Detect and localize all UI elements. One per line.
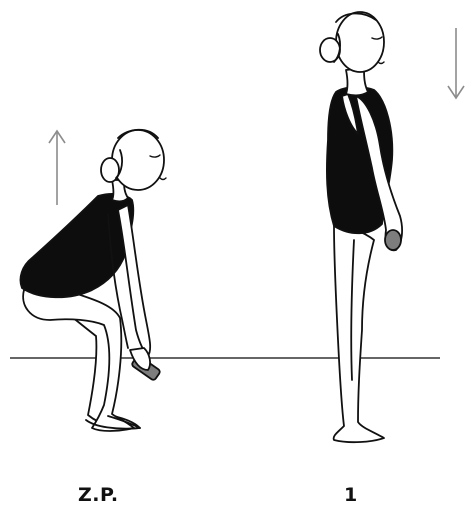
squatting-figure (20, 130, 166, 431)
down-arrow-icon (448, 28, 464, 98)
dumbbell-icon (385, 230, 401, 250)
up-arrow-icon (49, 131, 65, 205)
caption-step-1: 1 (344, 484, 358, 506)
standing-figure (320, 12, 402, 442)
caption-start-position: Z.P. (78, 484, 119, 506)
